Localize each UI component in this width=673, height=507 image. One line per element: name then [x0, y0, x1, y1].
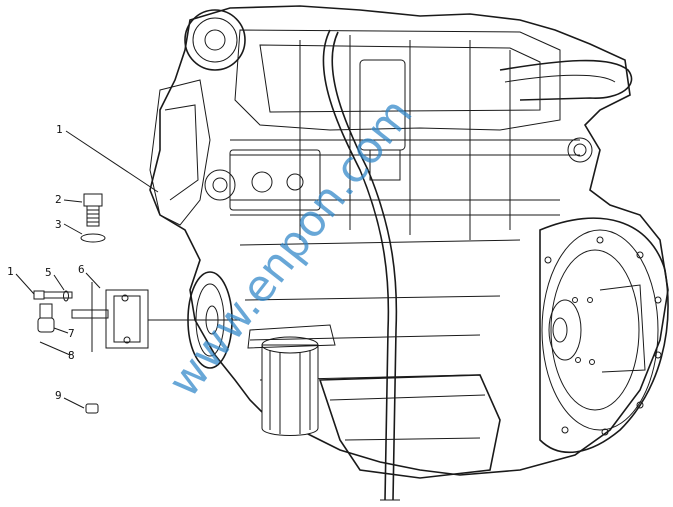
- dipstick-tube: [322, 29, 400, 501]
- callout-7: 7: [68, 327, 75, 340]
- spacer-part-7: [37, 303, 55, 333]
- nut-part-9: [85, 403, 99, 414]
- washer-part-3: [80, 233, 106, 243]
- callout-3: 3: [55, 218, 62, 231]
- callout-9: 9: [55, 389, 62, 402]
- callout-5: 5: [45, 266, 52, 279]
- engine-block: [149, 5, 669, 476]
- bracket-part-6: [71, 282, 240, 352]
- callout-2: 2: [55, 193, 62, 206]
- callout-6: 6: [78, 263, 85, 276]
- callout-8: 8: [68, 349, 75, 362]
- bolt-part-2: [83, 193, 103, 227]
- oil-pan: [318, 374, 501, 479]
- oil-filter: [247, 324, 336, 436]
- callout-1a: 1: [56, 123, 63, 136]
- flywheel-bolts: [544, 236, 662, 436]
- exploded-parts: [33, 193, 240, 414]
- leader-lines: [15, 130, 159, 409]
- flywheel-housing: [539, 217, 669, 454]
- callout-labels: 1 2 3 1 5 6 7 8 9: [7, 123, 85, 402]
- washer-part-5: [63, 290, 69, 302]
- callout-1b: 1: [7, 265, 14, 278]
- bolt-part-1b: [33, 290, 73, 300]
- fuel-pump-assembly: [204, 59, 406, 211]
